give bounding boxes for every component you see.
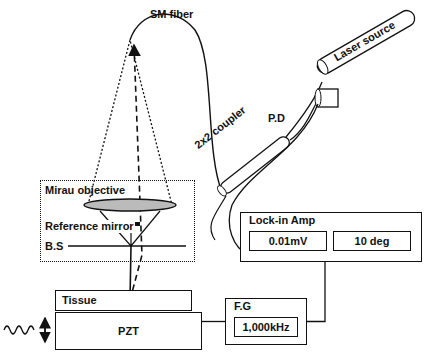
box-text: Tissue bbox=[62, 294, 185, 307]
fiber bbox=[290, 100, 318, 140]
vibration-arrow bbox=[44, 318, 46, 342]
box: 10 deg bbox=[333, 231, 411, 251]
wire bbox=[307, 254, 328, 322]
box-text: Lock-in Amp bbox=[249, 214, 413, 227]
box: PZT bbox=[55, 312, 202, 350]
part-label: 2x2 coupler bbox=[192, 104, 248, 152]
vibration-wave bbox=[4, 326, 34, 334]
box: 0.01mV bbox=[249, 231, 327, 251]
part-label: B.S bbox=[44, 240, 64, 253]
box-text: Mirau objective bbox=[45, 184, 190, 197]
box-text: 10 deg bbox=[336, 235, 408, 248]
box: Lock-in Amp 0.01mV 10 deg bbox=[240, 212, 422, 262]
box-text: 0.01mV bbox=[252, 235, 324, 248]
wire bbox=[202, 321, 225, 322]
box-text: PZT bbox=[60, 325, 197, 338]
part-label: P.D bbox=[268, 112, 285, 125]
part-label: Laser source bbox=[332, 19, 398, 65]
beam-splitter bbox=[68, 245, 186, 247]
laser-source bbox=[314, 8, 417, 77]
lens bbox=[84, 199, 176, 211]
sm-fiber bbox=[130, 14, 222, 192]
vibration-arrow bbox=[44, 318, 46, 342]
box-text: F.G bbox=[234, 300, 298, 313]
part-label: Reference mirror bbox=[44, 220, 135, 233]
fiber-end bbox=[211, 196, 226, 240]
box: Tissue bbox=[55, 290, 192, 311]
coupler bbox=[216, 134, 292, 197]
part-label: SM fiber bbox=[150, 8, 193, 21]
box: F.G 1,000kHz bbox=[225, 298, 307, 345]
box: 1,000kHz bbox=[234, 317, 298, 337]
box-text: 1,000kHz bbox=[237, 321, 295, 334]
